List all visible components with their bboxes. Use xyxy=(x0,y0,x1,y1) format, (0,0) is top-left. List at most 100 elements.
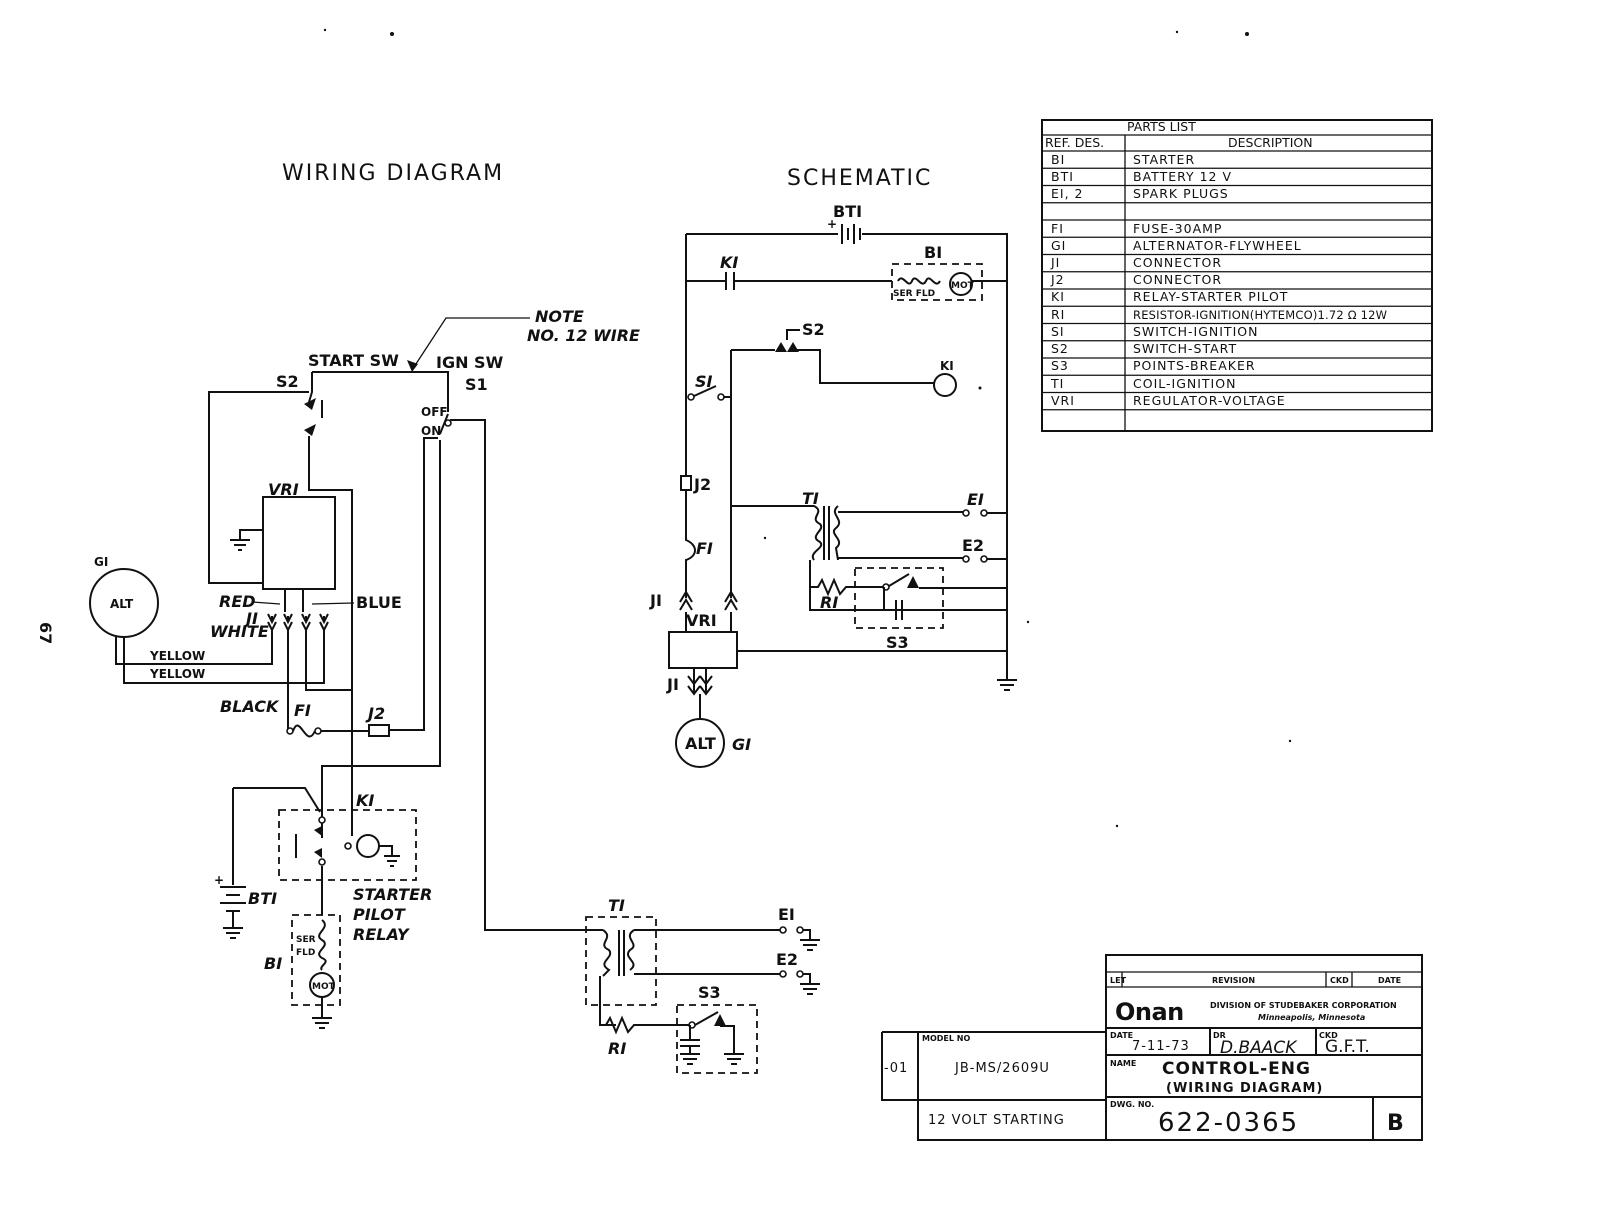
model-block-lines xyxy=(881,1031,1106,1141)
points-arm xyxy=(694,1011,719,1026)
model-label: MODEL NO xyxy=(922,1034,970,1043)
pilot-label: PILOT xyxy=(353,905,406,924)
ign-to-coil-wire xyxy=(450,419,589,931)
wiring-r1-label: RI xyxy=(608,1039,626,1058)
white-wire-label: WHITE xyxy=(210,622,269,641)
schematic-j1-bottom xyxy=(687,668,713,696)
checked-value: G.F.T. xyxy=(1325,1037,1370,1057)
coil-primary-winding xyxy=(602,929,612,977)
coil-core xyxy=(618,930,625,976)
wiring-fuse xyxy=(292,724,316,738)
part-ref: SI xyxy=(1051,324,1065,339)
schematic-bt1-label: BTI xyxy=(833,202,862,221)
k1-contact xyxy=(725,272,735,290)
page-number: 67 xyxy=(36,622,55,644)
ign-switch-blade xyxy=(439,413,449,435)
points-ground xyxy=(720,1025,744,1065)
name-label: NAME xyxy=(1110,1059,1136,1068)
wiring-e1-terminal-b xyxy=(796,926,804,934)
part-ref: TI xyxy=(1050,376,1064,391)
schematic-coil-primary xyxy=(731,505,823,561)
dwg-label: DWG. NO. xyxy=(1110,1100,1154,1109)
part-ref: JI xyxy=(1050,255,1060,270)
coil-secondary-winding xyxy=(627,929,635,971)
relay-label: RELAY xyxy=(353,925,410,944)
part-desc: RESISTOR-IGNITION(HYTEMCO)1.72 Ω 12W xyxy=(1133,308,1387,322)
schematic-g1-label: GI xyxy=(732,735,751,754)
company-city: Minneapolis, Minnesota xyxy=(1258,1013,1365,1022)
relay-terminal-b xyxy=(318,858,326,866)
yellow-label-1: YELLOW xyxy=(149,649,205,663)
model-suffix: -01 xyxy=(884,1061,908,1076)
wiring-note-line1: NOTE xyxy=(535,307,584,326)
wiring-diagram: WIRING DIAGRAM NOTE NO. 12 WIRE START SW… xyxy=(89,161,820,1074)
yellow-wire-2 xyxy=(123,630,325,684)
wiring-s1-label: S1 xyxy=(465,375,488,394)
switch-top-wire xyxy=(312,371,449,412)
ser-label: SER xyxy=(296,935,316,945)
red-wire-label: RED xyxy=(219,592,256,611)
part-ref: BI xyxy=(1051,152,1065,167)
coil-enclosure xyxy=(585,916,657,1006)
relay-coil-terminal xyxy=(344,842,352,850)
title-block-lines xyxy=(1106,1027,1422,1140)
wiring-t1-label: TI xyxy=(608,896,625,915)
part-desc: POINTS-BREAKER xyxy=(1133,358,1256,373)
note-arrow-head xyxy=(407,360,418,372)
scan-specks xyxy=(323,28,1292,828)
wiring-e1-terminal-a xyxy=(779,926,787,934)
revision-letter: B xyxy=(1387,1111,1404,1136)
schematic-k1-label: KI xyxy=(720,253,738,272)
s2-circuit xyxy=(731,349,934,384)
date-header: DATE xyxy=(1378,976,1401,985)
wiring-k1-label: KI xyxy=(356,791,374,810)
black-wire-label: BLACK xyxy=(220,697,280,716)
part-desc: RELAY-STARTER PILOT xyxy=(1133,289,1288,304)
schematic-t1-label: TI xyxy=(802,489,819,508)
part-desc: SWITCH-START xyxy=(1133,341,1237,356)
relay-enclosure xyxy=(278,809,417,881)
schematic-series-field xyxy=(897,277,941,285)
ign-to-relay-wire xyxy=(321,440,441,820)
part-ref: J2 xyxy=(1050,272,1065,287)
red-leader xyxy=(251,601,281,605)
wiring-alt-text: ALT xyxy=(110,597,134,611)
parts-list-border xyxy=(1041,119,1433,432)
condenser xyxy=(680,1025,700,1065)
s1-terminal-a xyxy=(687,393,695,401)
start-switch-to-relay xyxy=(308,436,353,836)
r1-s3-return xyxy=(809,560,1007,611)
vr-connector xyxy=(724,590,738,632)
start-switch-label: START SW xyxy=(308,351,399,370)
wiring-j2-connector xyxy=(368,724,390,737)
relay-coil xyxy=(356,834,380,858)
schematic-b1-label: BI xyxy=(924,243,942,262)
schematic-battery xyxy=(841,224,861,244)
part-ref: BTI xyxy=(1051,169,1074,184)
part-ref: S2 xyxy=(1051,341,1069,356)
part-ref: RI xyxy=(1051,307,1065,322)
schematic-e1-a xyxy=(962,509,970,517)
wiring-e2-terminal-a xyxy=(779,970,787,978)
ign-on-to-j2-wire xyxy=(389,437,438,731)
wiring-j1-label: JI xyxy=(243,609,258,628)
wiring-e1-label: EI xyxy=(778,905,795,924)
ltr-header: LET xyxy=(1110,976,1127,985)
relay-terminal-a xyxy=(318,816,326,824)
relay-battery-wire xyxy=(233,787,321,813)
ignition-switch-label: IGN SW xyxy=(436,353,504,372)
schematic-points-enclosure xyxy=(854,567,944,629)
drawn-label: DR xyxy=(1213,1031,1226,1040)
wiring-fuse-terminal-b xyxy=(314,727,322,735)
schematic-starter-motor xyxy=(949,272,973,296)
starter-enclosure xyxy=(291,914,341,1006)
schematic-coil-secondary xyxy=(833,505,841,561)
coil-to-resistor xyxy=(599,976,616,1026)
vr-leads xyxy=(284,589,304,612)
revision-header: REVISION xyxy=(1212,976,1255,985)
schematic-r1-label: RI xyxy=(820,593,838,612)
schematic-e1-label: EI xyxy=(967,490,984,509)
relay-coil-ground xyxy=(379,845,400,867)
schematic-alternator xyxy=(675,718,725,768)
wiring-note-line2: NO. 12 WIRE xyxy=(527,326,640,345)
